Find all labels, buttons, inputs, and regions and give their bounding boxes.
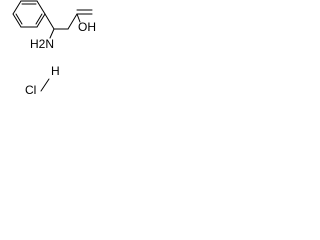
ring-bond [36, 0, 46, 15]
amino-group-label: H2N [30, 37, 54, 51]
ring-bond [12, 13, 22, 28]
hcl-bond [40, 78, 50, 92]
carboxyl-bond [67, 13, 78, 30]
hydrogen-label: H [51, 64, 60, 78]
hydroxyl-bond [76, 13, 81, 23]
chlorine-label: Cl [25, 83, 36, 94]
ring-double-bond [15, 13, 23, 25]
amino-bond [49, 28, 55, 39]
benzene-ring [12, 0, 46, 28]
ring-double-bond [35, 13, 43, 25]
ring-bond [12, 0, 22, 15]
ring-bond [36, 13, 46, 28]
hydroxyl-group-label: OH [78, 20, 96, 34]
chemical-structure: H2N OH H Cl [12, 0, 96, 94]
ch2-bond [44, 13, 55, 30]
